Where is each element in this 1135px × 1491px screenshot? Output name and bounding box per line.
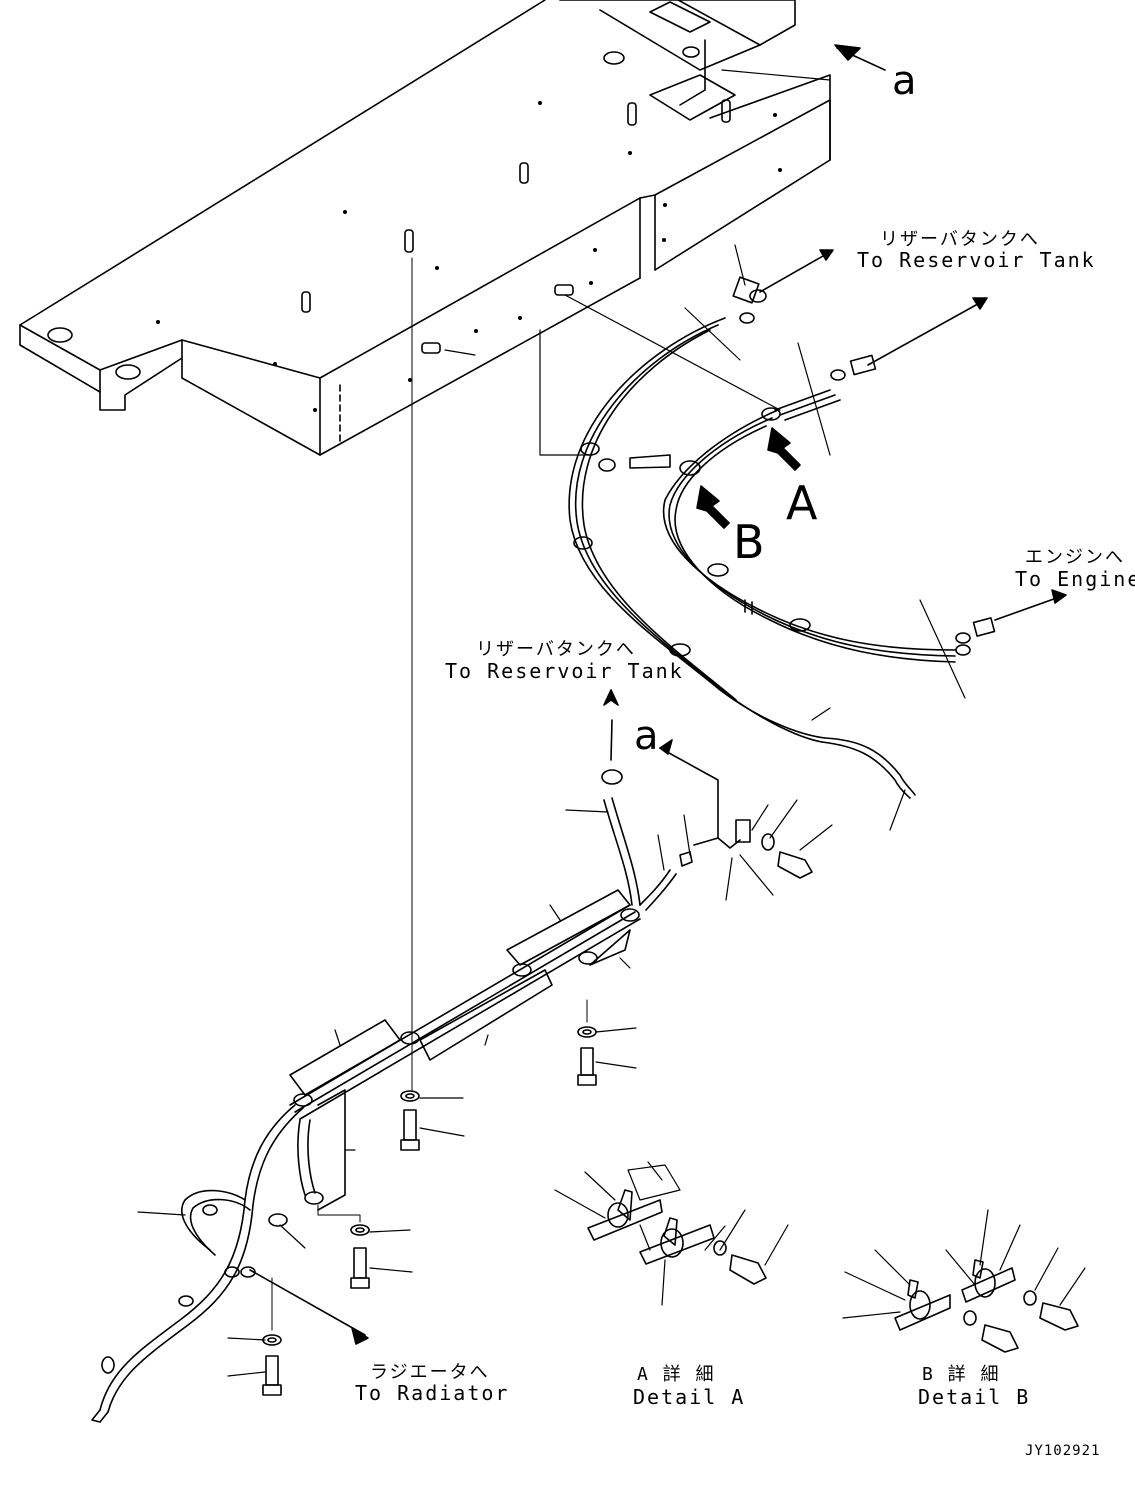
label-reservoir-mid-jp: リザーバタンクへ [476,639,636,660]
label-radiator-jp: ラジエータへ [370,1362,490,1383]
label-radiator-en: To Radiator [355,1381,510,1405]
lower-leaders [137,707,906,1377]
lower-hose-bundle [91,889,641,1423]
upper-leaders [444,69,966,699]
view-label-b: B [733,515,765,569]
label-reservoir-top-en: To Reservoir Tank [857,248,1096,272]
view-arrows [696,427,801,529]
label-detail-b-jp: B 詳 細 [922,1364,1001,1385]
view-label-a: A [786,476,818,530]
callout-a-top: a [892,58,917,104]
detail-b-drawing [842,1209,1086,1353]
label-detail-a-jp: A 詳 細 [637,1364,716,1385]
drawing-code: JY102921 [1025,1443,1101,1459]
direction-arrows-upper [759,44,1067,621]
label-detail-b-en: Detail B [918,1385,1031,1409]
label-detail-a-en: Detail A [633,1385,746,1409]
label-reservoir-mid-en: To Reservoir Tank [445,659,684,683]
middle-hoses [601,689,813,911]
radiator-arrow [249,1269,369,1345]
plate-bolts [156,99,782,412]
detail-a-drawing [554,1161,789,1306]
callout-a-mid: a [634,713,659,759]
frame-plate [19,0,831,456]
bolt-stacks [262,999,597,1396]
lower-clamps [101,908,640,1374]
label-engine-en: To Engine [1015,567,1135,591]
label-reservoir-top-jp: リザーバタンクへ [880,229,1040,250]
label-engine-jp: エンジンへ [1025,547,1125,568]
